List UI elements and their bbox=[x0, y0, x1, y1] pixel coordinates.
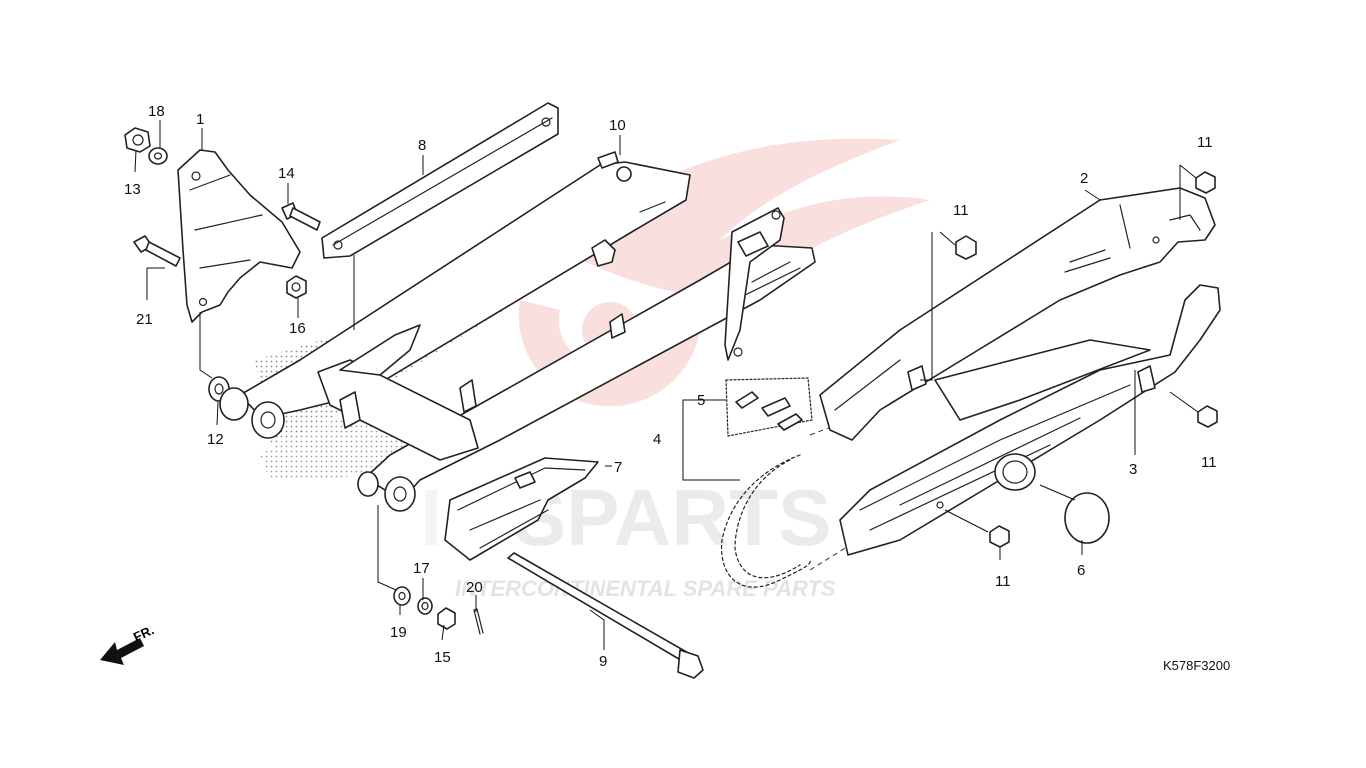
callout-17: 17 bbox=[413, 560, 430, 577]
watermark-tagline: INTERCONTINENTAL SPARE PARTS bbox=[455, 576, 836, 601]
callout-14: 14 bbox=[278, 165, 295, 182]
part-bolt-11-a[interactable] bbox=[955, 235, 977, 260]
callout-3: 3 bbox=[1129, 461, 1137, 478]
callout-18: 18 bbox=[148, 103, 165, 120]
part-bolt-11-b[interactable] bbox=[1195, 171, 1216, 194]
part-washer-19[interactable] bbox=[393, 586, 411, 606]
callout-11-b: 11 bbox=[1197, 134, 1213, 151]
part-plate-8[interactable] bbox=[321, 102, 559, 259]
callout-1: 1 bbox=[196, 111, 204, 128]
part-joint-link-5[interactable] bbox=[725, 377, 813, 437]
front-arrow-icon bbox=[100, 638, 144, 665]
leader-lines bbox=[134, 120, 1199, 650]
part-bracket-1[interactable] bbox=[177, 149, 301, 323]
front-label: FR. bbox=[131, 622, 156, 644]
callout-11-c: 11 bbox=[1201, 454, 1217, 471]
callout-7: 7 bbox=[614, 459, 622, 476]
callout-10: 10 bbox=[609, 117, 626, 134]
part-washer-17[interactable] bbox=[417, 597, 433, 615]
callout-13: 13 bbox=[124, 181, 141, 198]
part-bolt-14[interactable] bbox=[281, 202, 321, 231]
part-washer-18[interactable] bbox=[148, 147, 168, 165]
callout-6: 6 bbox=[1077, 562, 1085, 579]
callout-4: 4 bbox=[653, 431, 661, 448]
part-cap-6[interactable] bbox=[1064, 492, 1110, 544]
callout-15: 15 bbox=[434, 649, 451, 666]
callouts: 1 18 13 14 21 16 12 8 10 7 9 17 20 19 15… bbox=[124, 103, 1217, 670]
callout-19: 19 bbox=[390, 624, 407, 641]
part-swingarm[interactable] bbox=[219, 161, 816, 512]
drawing-code: K578F3200 bbox=[1163, 658, 1230, 673]
callout-21: 21 bbox=[136, 311, 153, 328]
part-cotter-pin-20[interactable] bbox=[473, 608, 484, 635]
callout-9: 9 bbox=[599, 653, 607, 670]
watermark-brand-prefix: I bbox=[420, 473, 442, 562]
callout-20: 20 bbox=[466, 579, 483, 596]
chain-dash-lower bbox=[809, 544, 851, 571]
part-nut-13[interactable] bbox=[124, 127, 151, 153]
part-bolt-11-d[interactable] bbox=[989, 525, 1010, 548]
part-slider-7[interactable] bbox=[444, 457, 599, 561]
part-nut-15[interactable] bbox=[437, 607, 456, 630]
callout-11-a: 11 bbox=[953, 202, 969, 219]
part-stud-10[interactable] bbox=[597, 151, 632, 182]
part-axle-bolt-9[interactable] bbox=[507, 552, 704, 679]
part-chain-case-lower-3[interactable] bbox=[839, 284, 1221, 556]
part-chain-case-upper-2[interactable] bbox=[819, 187, 1216, 441]
part-nut-16[interactable] bbox=[286, 275, 307, 299]
callout-12: 12 bbox=[207, 431, 224, 448]
callout-2: 2 bbox=[1080, 170, 1088, 187]
callout-11-d: 11 bbox=[995, 573, 1011, 590]
part-bolt-11-c[interactable] bbox=[1197, 405, 1218, 428]
callout-5: 5 bbox=[697, 392, 705, 409]
part-chain-4[interactable] bbox=[720, 454, 811, 588]
callout-16: 16 bbox=[289, 320, 306, 337]
front-direction-marker: FR. bbox=[100, 622, 156, 665]
callout-8: 8 bbox=[418, 137, 426, 154]
part-bolt-21[interactable] bbox=[133, 235, 181, 267]
